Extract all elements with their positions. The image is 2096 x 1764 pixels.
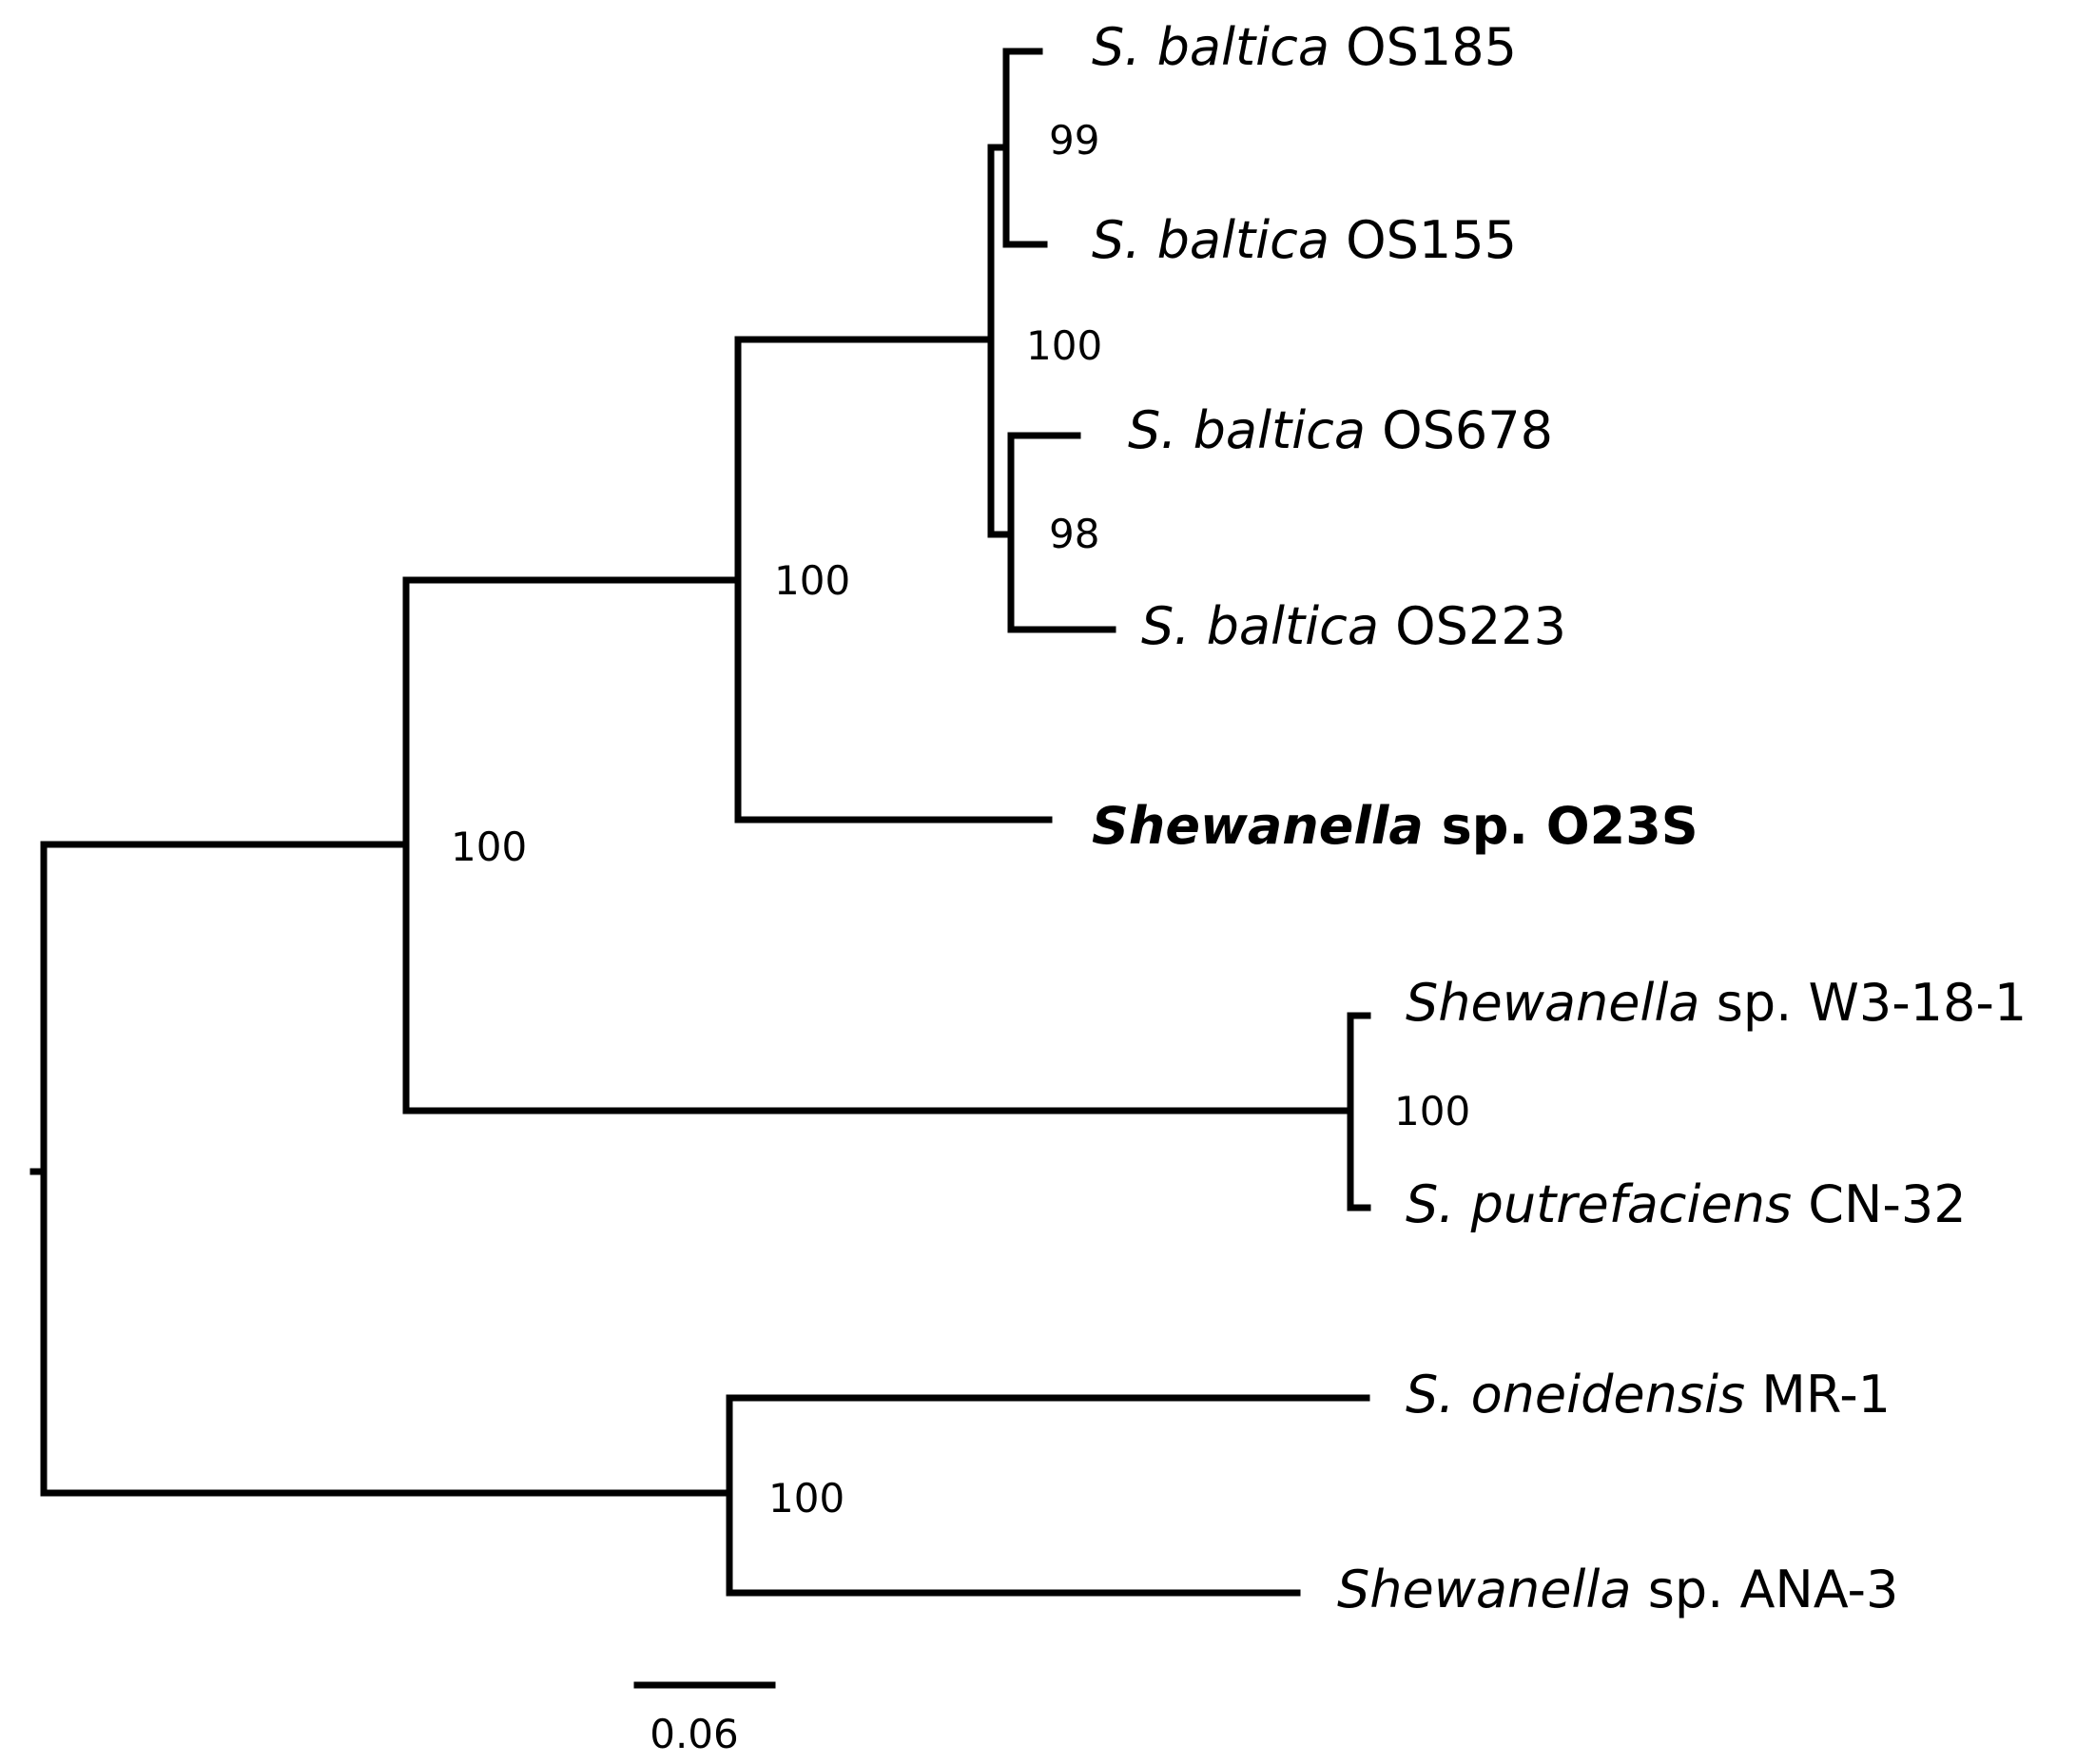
taxon-label-os155: S. baltica OS155	[1092, 210, 1517, 270]
taxon-label-os223: S. baltica OS223	[1141, 596, 1566, 656]
bootstrap-upper-clade: 100	[451, 824, 527, 870]
bootstrap-mr1-ana3: 100	[768, 1475, 844, 1522]
scale-bar-label: 0.06	[650, 1711, 739, 1757]
bootstrap-os678-os223: 98	[1049, 511, 1099, 557]
bootstrap-baltica-clade: 100	[1026, 322, 1102, 369]
taxon-label-os185: S. baltica OS185	[1092, 17, 1517, 77]
taxon-label-ana3: Shewanella sp. ANA-3	[1337, 1560, 1898, 1619]
taxon-label-os678: S. baltica OS678	[1128, 400, 1553, 460]
taxon-label-cn32: S. putrefaciens CN-32	[1406, 1174, 1967, 1234]
taxon-label-o23s: Shewanella sp. O23S	[1092, 796, 1698, 856]
bootstrap-baltica-o23s: 100	[774, 557, 850, 604]
bootstrap-os185-os155: 99	[1049, 117, 1099, 164]
bootstrap-w3-cn32: 100	[1394, 1088, 1470, 1134]
taxon-label-w3-18-1: Shewanella sp. W3-18-1	[1406, 973, 2027, 1033]
taxon-label-mr1: S. oneidensis MR-1	[1406, 1365, 1891, 1425]
